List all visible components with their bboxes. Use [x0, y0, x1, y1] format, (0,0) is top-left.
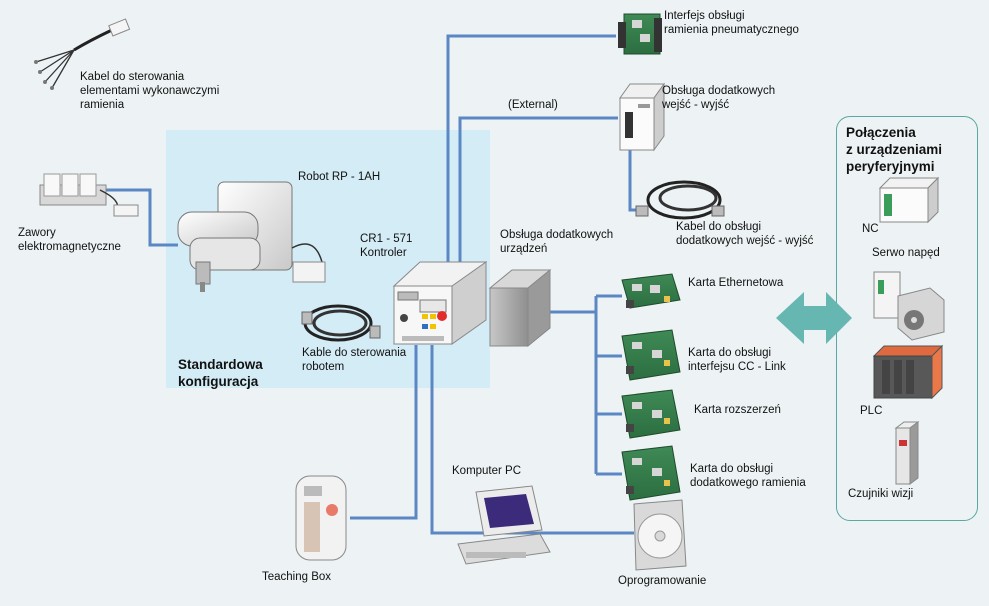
label-card-expansion: Karta rozszerzeń: [694, 404, 781, 416]
label-valves: Zawory elektromagnetyczne: [18, 227, 121, 253]
label-io-cable: Kabel do obsługi dodatkowych wejść - wyj…: [676, 221, 814, 247]
link-io-support: [458, 116, 618, 270]
card-cclink-icon: [621, 329, 681, 381]
label-servo: Serwo napęd: [872, 247, 940, 259]
servo-drive: [873, 271, 945, 341]
label-software: Oprogramowanie: [618, 575, 707, 587]
label-standard-configuration: Standardowa konfiguracja: [178, 357, 263, 389]
label-io-support: Obsługa dodatkowych wejść - wyjść: [662, 85, 776, 111]
vision-sensor: [894, 421, 920, 485]
label-external: (External): [508, 99, 558, 111]
label-card-cclink: Karta do obsługi interfejsu CC - Link: [688, 347, 786, 373]
label-extra-devices: Obsługa dodatkowych urządzeń: [500, 229, 614, 255]
label-pneumatic-interface: Interfejs obsługi ramienia pneumatyczneg…: [664, 10, 799, 36]
link-controller-top: [446, 34, 616, 270]
pc-computer: [457, 485, 551, 565]
card-extra-arm-icon: [621, 445, 681, 501]
card-ethernet-icon: [621, 273, 681, 309]
label-robot: Robot RP - 1AH: [298, 171, 381, 183]
solenoid-valves: [39, 173, 139, 217]
pneumatic-interface-board: [618, 13, 662, 55]
teaching-box-pendant: [295, 475, 347, 561]
card-expansion-icon: [621, 389, 681, 439]
link-valves-robot: [106, 188, 178, 247]
link-io-cable: [628, 150, 640, 212]
label-controller: CR1 - 571 Kontroler: [360, 233, 413, 259]
io-support-unit: [619, 82, 665, 152]
controller-cr1-571: [392, 261, 488, 345]
label-peripheral-title: Połączenia z urządzeniami peryferyjnymi: [846, 125, 943, 174]
double-arrow-icon: [776, 292, 852, 344]
label-vision: Czujniki wizji: [848, 488, 914, 500]
robot-cables: [301, 304, 381, 342]
extra-devices-unit: [488, 268, 552, 348]
label-nc: NC: [862, 223, 879, 235]
label-plc: PLC: [860, 405, 883, 417]
label-teaching-box: Teaching Box: [262, 571, 332, 583]
nc-device: [878, 176, 940, 224]
link-pc-software: [430, 345, 634, 535]
label-card-ethernet: Karta Ethernetowa: [688, 277, 784, 289]
label-arm-cable: Kabel do sterowania elementami wykonawcz…: [80, 71, 220, 111]
label-pc: Komputer PC: [452, 465, 522, 477]
label-card-extra-arm: Karta do obsługi dodatkowego ramienia: [690, 463, 806, 489]
link-teaching-box: [350, 345, 418, 520]
arm-control-cable: [34, 18, 131, 90]
plc-unit: [872, 344, 944, 400]
software-cd: [633, 499, 687, 571]
robot-rp-1ah: [177, 181, 326, 292]
io-cable: [635, 180, 725, 220]
label-robot-cables: Kable do sterowania robotem: [302, 347, 407, 373]
